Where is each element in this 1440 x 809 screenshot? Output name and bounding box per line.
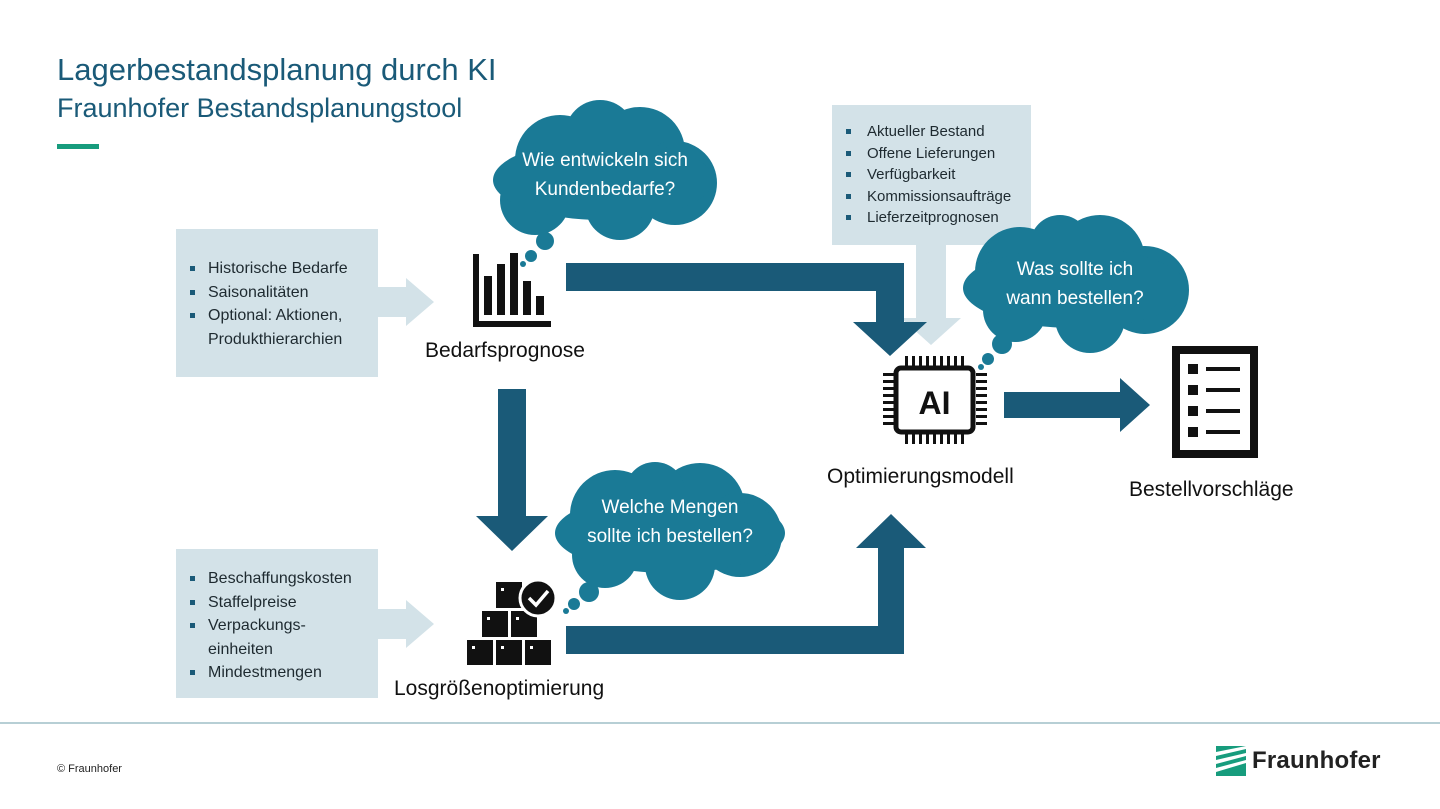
list-item: Optional: Aktionen, Produkthierarchien <box>176 304 378 351</box>
bubble-line: sollte ich bestellen? <box>587 526 753 547</box>
list-item: Kommissionsaufträge <box>832 186 1031 208</box>
page-subtitle: Fraunhofer Bestandsplanungstool <box>57 93 463 123</box>
footer-divider <box>0 722 1440 724</box>
node-label-optimierungsmodell: Optimierungsmodell <box>827 465 1014 488</box>
bar-chart-icon <box>473 253 551 327</box>
inventory-input-list: Aktueller Bestand Offene Lieferungen Ver… <box>832 121 1031 229</box>
order-question-text: Was sollte ich wann bestellen? <box>975 255 1175 313</box>
inventory-input-arrow <box>901 245 961 345</box>
copyright-text: © Fraunhofer <box>57 763 122 775</box>
demand-input-box <box>176 229 434 377</box>
lot-input-arrow <box>378 600 434 648</box>
title-accent-bar <box>57 144 99 149</box>
demand-input-arrow <box>378 278 434 326</box>
boxes-check-icon <box>467 578 558 665</box>
list-item: Saisonalitäten <box>176 281 378 305</box>
fraunhofer-logo-icon <box>1216 746 1246 776</box>
lot-question-text: Welche Mengen sollte ich bestellen? <box>570 493 770 551</box>
checklist-icon <box>1172 346 1258 458</box>
ai-chip-icon: AI <box>883 356 987 444</box>
flow-arrow-demand-to-ai <box>566 263 927 356</box>
inventory-input-box <box>832 105 1031 345</box>
bubble-line: Welche Mengen <box>601 497 739 518</box>
list-item: Staffelpreise <box>176 591 378 615</box>
list-item: Aktueller Bestand <box>832 121 1031 143</box>
list-item: Offene Lieferungen <box>832 143 1031 165</box>
page-title: Lagerbestandsplanung durch KI <box>57 52 497 87</box>
fraunhofer-logo-text: Fraunhofer <box>1252 747 1381 774</box>
list-item: Beschaffungskosten <box>176 567 378 591</box>
lot-question-bubble <box>555 462 785 614</box>
node-label-bestellvorschlaege: Bestellvorschläge <box>1129 478 1294 501</box>
order-question-bubble <box>963 215 1189 370</box>
fraunhofer-logo: Fraunhofer <box>1216 745 1381 777</box>
bubble-line: Was sollte ich <box>1016 259 1134 280</box>
ai-chip-label: AI <box>919 385 951 421</box>
flow-arrow-demand-to-lot <box>476 389 548 551</box>
bubble-line: Kundenbedarfe? <box>534 179 676 200</box>
lot-size-input-list: Beschaffungskosten Staffelpreise Verpack… <box>176 567 378 685</box>
list-item: Mindestmengen <box>176 661 378 685</box>
demand-input-list: Historische Bedarfe Saisonalitäten Optio… <box>176 257 378 351</box>
demand-question-text: Wie entwickeln sich Kundenbedarfe? <box>505 146 705 204</box>
list-item: Historische Bedarfe <box>176 257 378 281</box>
flow-arrow-lot-to-ai <box>566 514 926 654</box>
bubble-line: Wie entwickeln sich <box>522 150 688 171</box>
bubble-line: wann bestellen? <box>1006 288 1144 309</box>
flow-arrow-ai-to-orders <box>1004 378 1150 432</box>
demand-question-bubble <box>493 100 717 267</box>
node-label-losgroessenoptimierung: Losgrößenoptimierung <box>394 677 605 700</box>
list-item: Lieferzeitprognosen <box>832 207 1031 229</box>
node-label-bedarfsprognose: Bedarfsprognose <box>425 339 585 362</box>
lot-input-box <box>176 549 434 698</box>
list-item: Verfügbarkeit <box>832 164 1031 186</box>
list-item: Verpackungs-einheiten <box>176 614 318 661</box>
